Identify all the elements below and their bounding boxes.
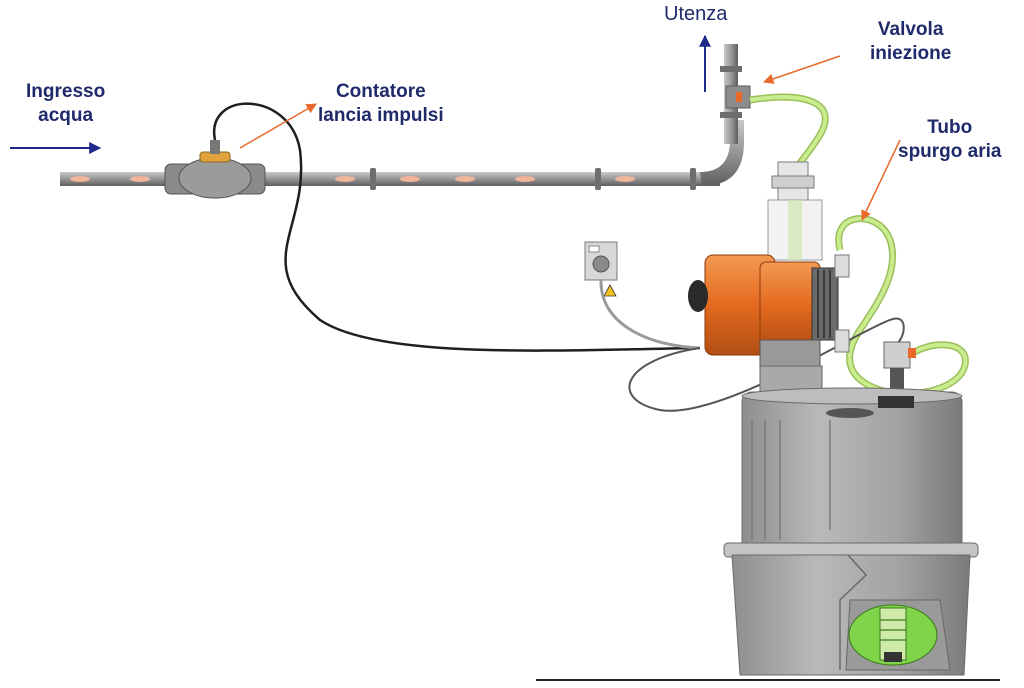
metering-pump bbox=[688, 254, 850, 371]
label-ingresso-acqua: Ingresso acqua bbox=[26, 80, 105, 128]
power-cable bbox=[599, 279, 701, 350]
meter-signal-cable bbox=[212, 102, 701, 352]
label-contatore-line2: lancia impulsi bbox=[318, 105, 444, 126]
power-socket bbox=[584, 241, 618, 297]
pump-loop-cable bbox=[628, 317, 905, 412]
label-utenza-text: Utenza bbox=[664, 3, 728, 25]
tubo-leader bbox=[861, 139, 901, 221]
label-utenza: Utenza bbox=[664, 2, 727, 26]
contatore-leader bbox=[239, 103, 317, 149]
pulse-water-meter bbox=[164, 140, 266, 199]
pump-column bbox=[767, 161, 823, 261]
label-contatore-line1: Contatore bbox=[335, 81, 426, 102]
label-tubo-line1: Tubo bbox=[927, 117, 973, 138]
valvola-leader bbox=[763, 55, 841, 84]
label-ingresso-line2: acqua bbox=[38, 105, 94, 126]
label-tubo-spurgo: Tubo spurgo aria bbox=[898, 116, 1001, 164]
label-tubo-line2: spurgo aria bbox=[898, 141, 1002, 162]
chemical-tank bbox=[723, 365, 979, 676]
label-ingresso-line1: Ingresso bbox=[26, 81, 106, 102]
label-valvola-line2: iniezione bbox=[870, 43, 952, 64]
label-valvola-line1: Valvola bbox=[877, 19, 944, 40]
label-contatore: Contatore lancia impulsi bbox=[318, 80, 444, 128]
label-valvola-iniezione: Valvola iniezione bbox=[870, 18, 951, 66]
